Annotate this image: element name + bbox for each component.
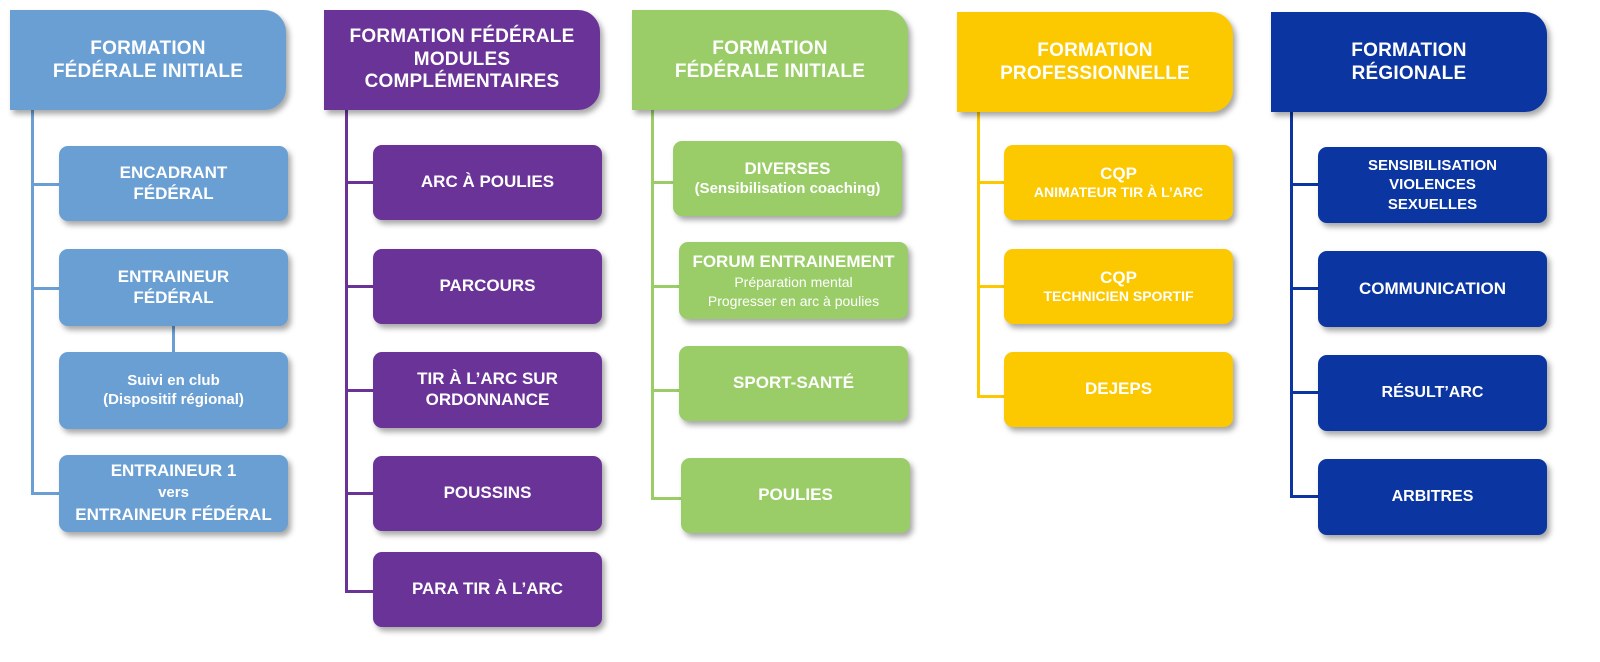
header-line: FORMATION (1351, 39, 1467, 61)
item-arbitres: ARBITRES (1318, 459, 1547, 535)
item-diverses: DIVERSES (Sensibilisation coaching) (673, 141, 902, 216)
connector-branch (1290, 287, 1318, 290)
header-line: COMPLÉMENTAIRES (364, 71, 560, 93)
connector-branch (345, 590, 373, 593)
item-poulies: POULIES (681, 458, 910, 533)
item-line: FÉDÉRAL (133, 287, 214, 307)
item-line: DIVERSES (744, 158, 831, 178)
item-line: TIR À L’ARC SUR (417, 369, 558, 389)
item-parcours: PARCOURS (373, 249, 602, 324)
connector-branch (651, 181, 673, 184)
item-line: ANIMATEUR TIR À L’ARC (1033, 184, 1204, 201)
item-line: CQP (1100, 163, 1137, 183)
item-cqp-animateur: CQP ANIMATEUR TIR À L’ARC (1004, 145, 1233, 220)
connector-branch (651, 389, 679, 392)
item-line: COMMUNICATION (1359, 278, 1506, 298)
item-line: CQP (1100, 267, 1137, 287)
item-entraineur-1: ENTRAINEUR 1 vers ENTRAINEUR FÉDÉRAL (59, 455, 288, 532)
header-line: FÉDÉRALE INITIALE (674, 61, 866, 82)
header-line: FORMATION (712, 37, 828, 59)
item-line: POULIES (758, 485, 833, 505)
connector-trunk (31, 110, 34, 495)
header-line: FORMATION (1037, 39, 1153, 61)
item-line: ENTRAINEUR 1 (110, 461, 237, 481)
item-cqp-technicien: CQP TECHNICIEN SPORTIF (1004, 249, 1233, 324)
item-poussins: POUSSINS (373, 456, 602, 531)
item-line: (Sensibilisation coaching) (694, 179, 881, 197)
connector-branch (1290, 391, 1318, 394)
connector-branch (345, 285, 373, 288)
connector-branch (977, 181, 1005, 184)
item-dejeps: DEJEPS (1004, 352, 1233, 427)
item-forum-entrainement: FORUM ENTRAINEMENT Préparation mental Pr… (679, 242, 908, 319)
column-header: FORMATION PROFESSIONNELLE (957, 12, 1233, 112)
column-header: FORMATION FÉDÉRALE INITIALE (632, 10, 908, 110)
item-line: ARC À POULIES (420, 172, 555, 192)
connector-branch (345, 492, 373, 495)
header-line: PROFESSIONNELLE (1000, 63, 1190, 84)
item-suivi-en-club: Suivi en club (Dispositif régional) (59, 352, 288, 429)
item-line: FÉDÉRAL (133, 183, 214, 203)
connector-branch (1290, 183, 1318, 186)
connector-branch (651, 497, 681, 500)
connector-branch (345, 181, 373, 184)
item-para-tir-a-l-arc: PARA TIR À L’ARC (373, 552, 602, 627)
item-arc-a-poulies: ARC À POULIES (373, 145, 602, 220)
item-sport-sante: SPORT-SANTÉ (679, 346, 908, 421)
item-entraineur-federal: ENTRAINEUR FÉDÉRAL (59, 249, 288, 326)
connector-branch (651, 285, 679, 288)
header-line: FÉDÉRALE INITIALE (52, 61, 244, 82)
item-line: ARBITRES (1391, 488, 1474, 506)
connector-branch (977, 285, 1005, 288)
item-line: SEXUELLES (1387, 195, 1478, 213)
item-line: ORDONNANCE (425, 390, 550, 409)
connector-branch (345, 389, 373, 392)
column-header: FORMATION FÉDÉRALE MODULES COMPLÉMENTAIR… (324, 10, 600, 110)
connector-branch (31, 183, 59, 186)
item-line: POUSSINS (443, 483, 532, 503)
item-line: PARA TIR À L’ARC (411, 579, 564, 599)
item-result-arc: RÉSULT’ARC (1318, 355, 1547, 431)
connector-branch (31, 287, 59, 290)
item-line: (Dispositif régional) (103, 390, 244, 408)
connector-trunk (651, 110, 654, 500)
item-sensibilisation-violences: SENSIBILISATION VIOLENCES SEXUELLES (1318, 147, 1547, 223)
item-communication: COMMUNICATION (1318, 251, 1547, 327)
connector-branch (31, 492, 59, 495)
item-line: ENCADRANT (119, 162, 228, 182)
connector-trunk (977, 112, 980, 398)
item-line: RÉSULT’ARC (1381, 384, 1484, 402)
connector-branch (977, 395, 1005, 398)
item-line: ENTRAINEUR FÉDÉRAL (75, 504, 272, 524)
item-line: DEJEPS (1084, 379, 1153, 399)
column-header: FORMATION RÉGIONALE (1271, 12, 1547, 112)
item-tir-sur-ordonnance: TIR À L’ARC SUR ORDONNANCE (373, 352, 602, 428)
connector-branch (1290, 495, 1318, 498)
item-line: SENSIBILISATION (1368, 157, 1497, 175)
header-line: MODULES (413, 48, 511, 70)
connector-sub (172, 326, 175, 352)
item-line: VIOLENCES (1389, 176, 1476, 194)
header-line: FORMATION FÉDÉRALE (349, 26, 575, 48)
item-line: TECHNICIEN SPORTIF (1043, 288, 1194, 305)
item-line: ENTRAINEUR (117, 266, 230, 286)
header-line: RÉGIONALE (1351, 63, 1467, 84)
item-line: PARCOURS (439, 276, 536, 296)
item-line: Progresser en arc à poulies (707, 292, 880, 309)
header-line: FORMATION (90, 37, 206, 59)
item-line: Suivi en club (127, 372, 220, 390)
item-line: SPORT-SANTÉ (733, 373, 854, 393)
connector-trunk (345, 110, 348, 593)
item-line: FORUM ENTRAINEMENT (692, 252, 895, 272)
column-header: FORMATION FÉDÉRALE INITIALE (10, 10, 286, 110)
item-line: Préparation mental (734, 274, 853, 291)
item-encadrant-federal: ENCADRANT FÉDÉRAL (59, 146, 288, 221)
item-line: vers (158, 484, 189, 502)
connector-trunk (1290, 112, 1293, 498)
